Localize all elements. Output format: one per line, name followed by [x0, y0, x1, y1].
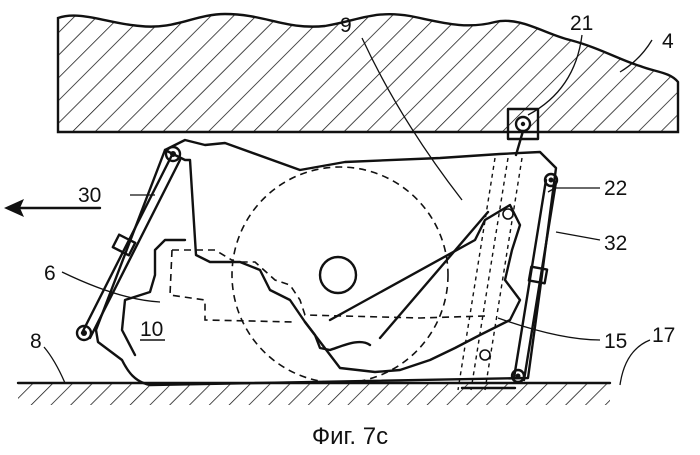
hydraulic-cylinder-30 — [77, 147, 180, 340]
axle-hub — [320, 257, 356, 293]
ground-surface — [18, 383, 610, 405]
label-9: 9 — [340, 14, 352, 37]
label-17: 17 — [652, 324, 675, 347]
label-15: 15 — [604, 330, 627, 353]
label-6: 6 — [44, 262, 56, 285]
figure-caption: Фиг. 7с — [312, 423, 388, 450]
label-30: 30 — [78, 184, 101, 207]
vertical-strut-15 — [458, 158, 522, 390]
label-22: 22 — [604, 177, 627, 200]
label-4: 4 — [662, 30, 674, 53]
label-21: 21 — [570, 12, 593, 35]
wheel-outline-dashed — [232, 167, 448, 383]
label-8: 8 — [30, 330, 42, 353]
label-10: 10 — [140, 318, 163, 341]
label-32: 32 — [604, 232, 627, 255]
